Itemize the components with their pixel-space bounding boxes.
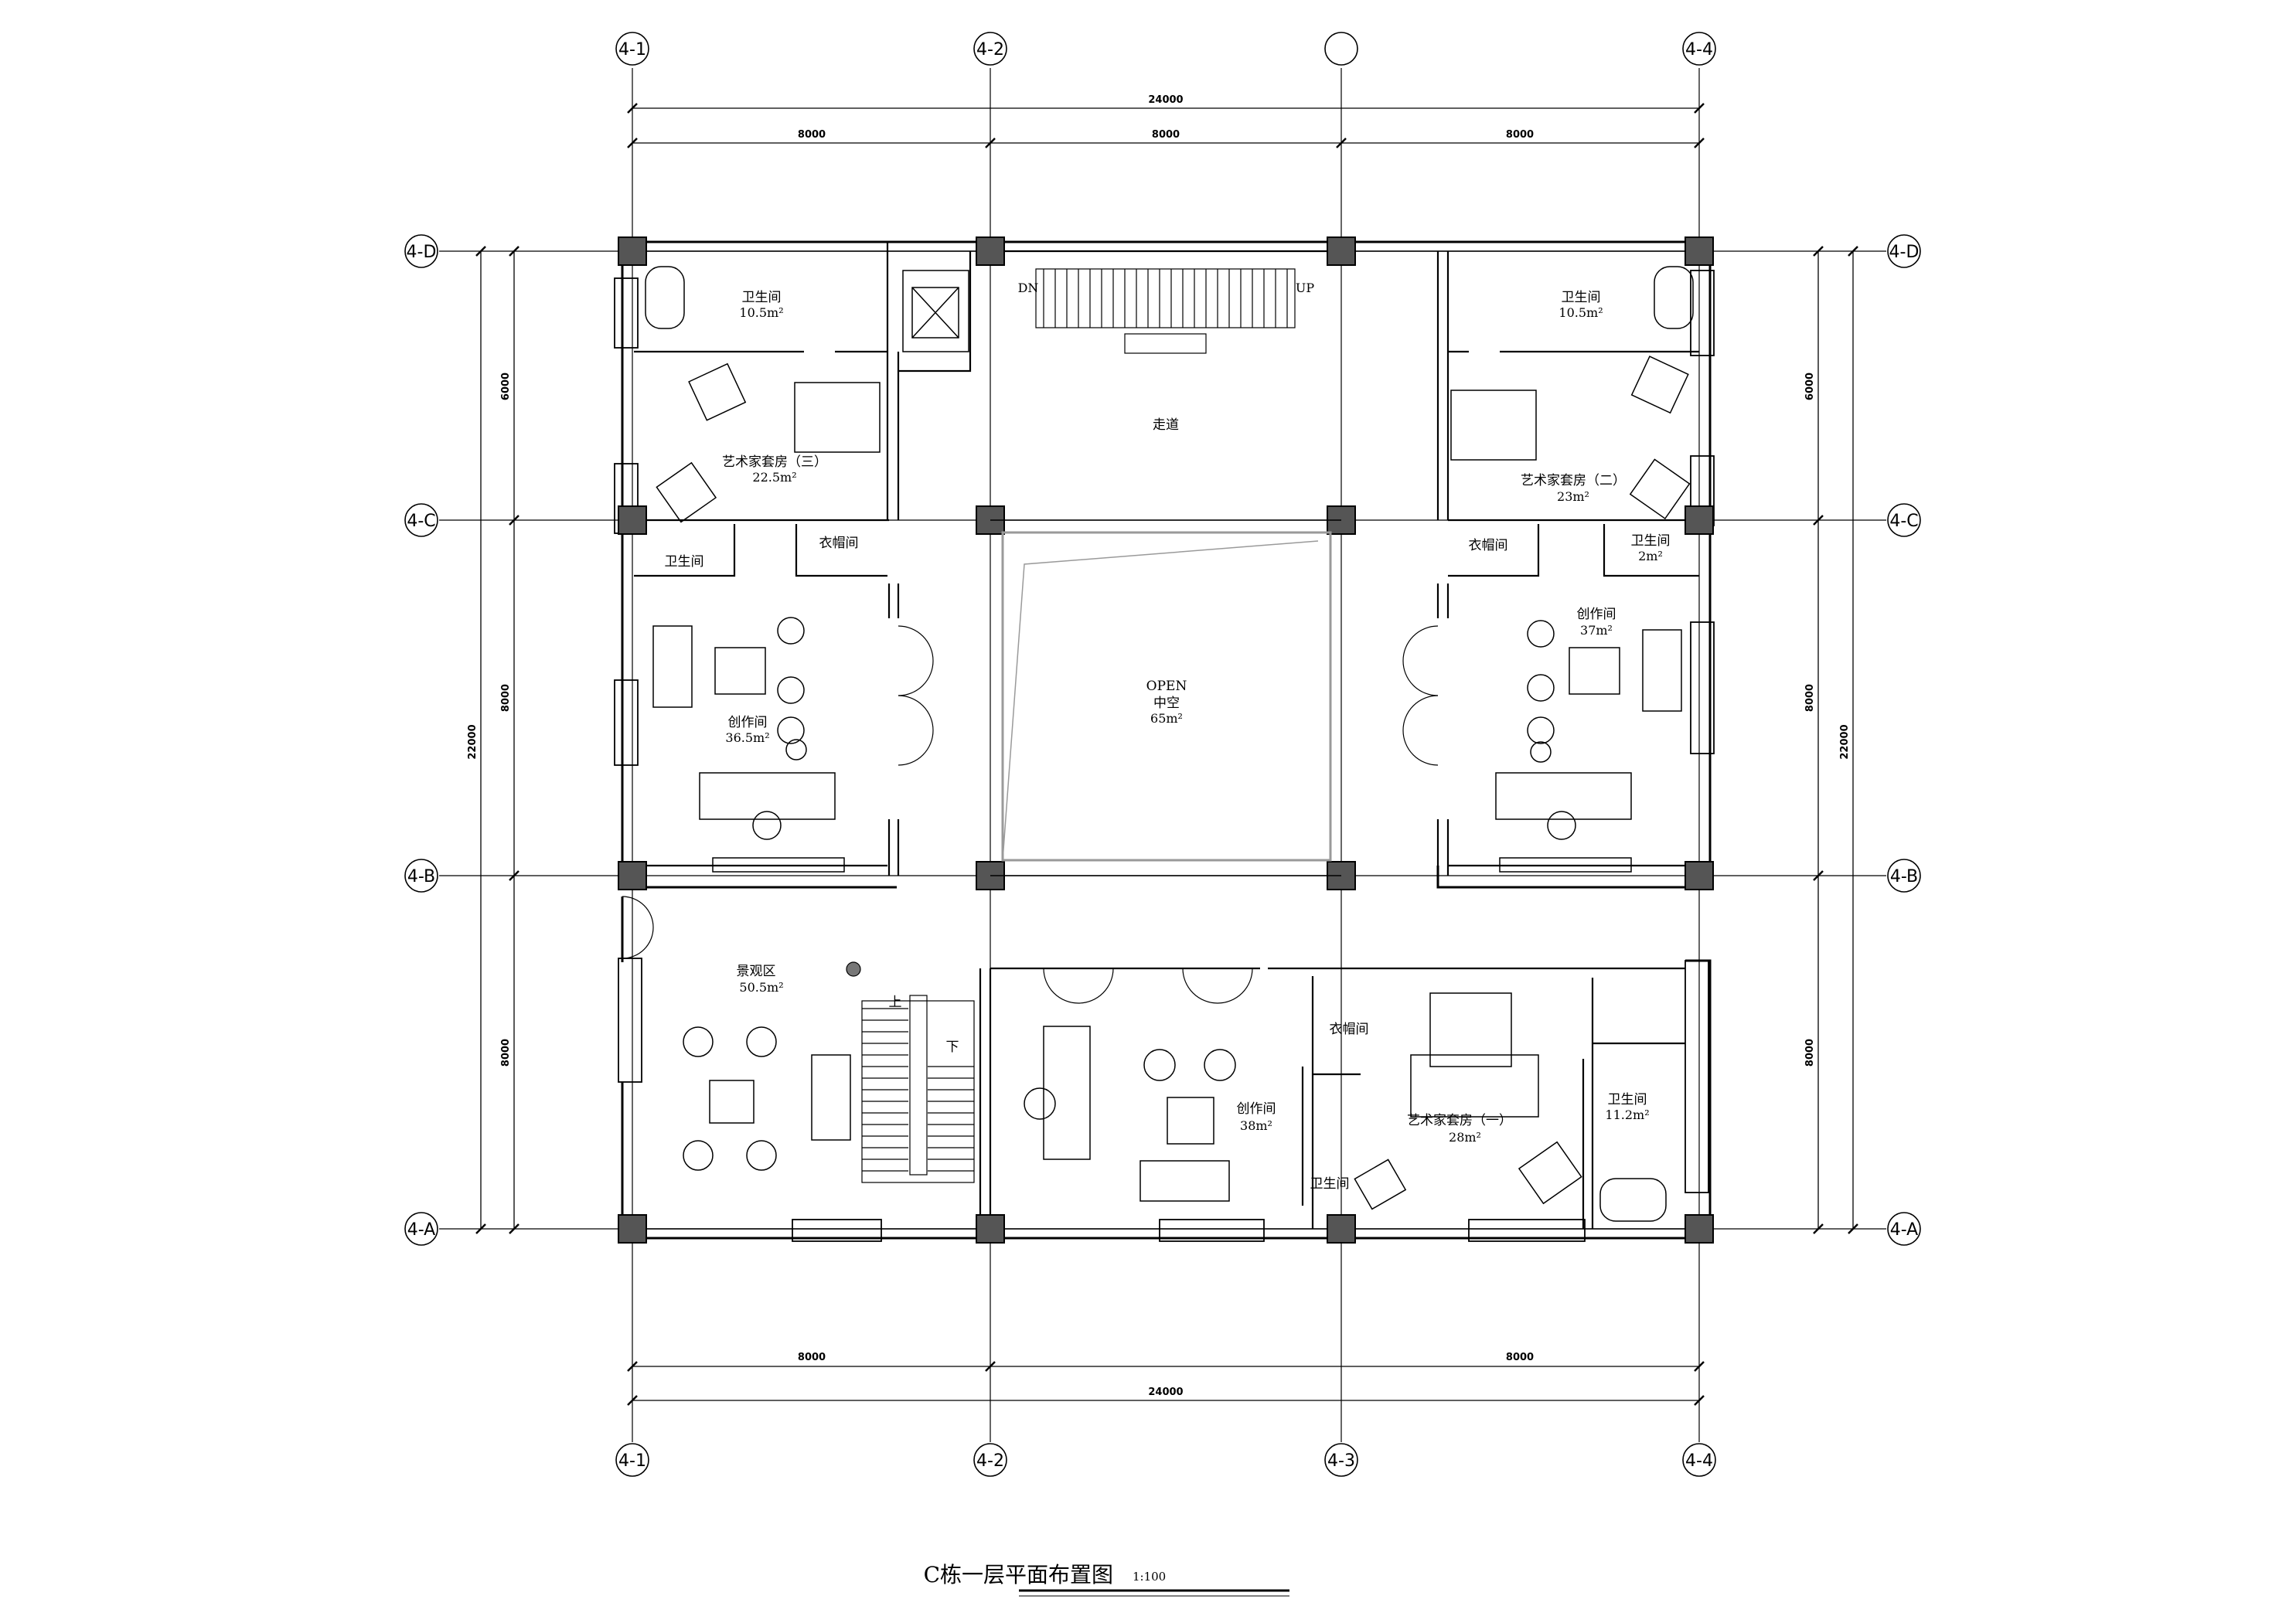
dim-left-total: 22000	[467, 724, 479, 759]
axis-bubbles	[404, 32, 1921, 1477]
axis-left-c: 4-C	[407, 512, 435, 531]
axis-left-d: 4-D	[407, 243, 437, 262]
room-area-tr-studio: 37m²	[1580, 623, 1613, 638]
room-name-bm-closet: 衣帽间	[1330, 1022, 1369, 1037]
upper-stair	[1035, 268, 1296, 354]
dim-total-top: 24000	[1148, 94, 1183, 106]
room-name-bm-wc: 卫生间	[1310, 1176, 1350, 1192]
lower-stair	[846, 961, 975, 1183]
room-name-tl-bath: 卫生间	[742, 290, 782, 305]
dim-bottom-span-2: 8000	[1506, 1352, 1534, 1363]
stair-dn-label: DN	[1018, 281, 1039, 295]
dim-left-span-3: 8000	[500, 1039, 512, 1067]
room-name-tl-suite: 艺术家套房（三）	[722, 454, 827, 470]
dim-right-total: 22000	[1839, 724, 1851, 759]
axis-lines	[439, 68, 1886, 1442]
exterior-walls	[614, 240, 1715, 1242]
axis-right-b: 4-B	[1890, 867, 1918, 886]
dim-right-span-3: 8000	[1804, 1039, 1816, 1067]
axis-bottom-1: 4-1	[618, 1451, 646, 1471]
interior-walls	[634, 242, 1699, 1229]
doors	[622, 625, 1439, 1004]
room-area-tr-suite: 23m²	[1557, 489, 1589, 504]
axis-bottom-3: 4-3	[1327, 1451, 1355, 1471]
room-area-bl-land: 50.5m²	[739, 980, 783, 995]
room-name-bl-land: 景观区	[737, 964, 776, 979]
room-name-tr-closet: 衣帽间	[1469, 538, 1508, 553]
room-name-tr-wc: 卫生间	[1631, 533, 1671, 549]
dim-left-span-2: 8000	[500, 684, 512, 712]
stair-up-label: UP	[1296, 281, 1314, 295]
axis-left-b: 4-B	[407, 867, 435, 886]
room-name-tl-closet: 衣帽间	[819, 536, 859, 551]
room-area-tr-wc: 2m²	[1638, 549, 1663, 563]
room-area-br-bath: 11.2m²	[1605, 1108, 1649, 1122]
room-area-tl-studio: 36.5m²	[725, 730, 769, 745]
room-name-br-bath: 卫生间	[1608, 1092, 1647, 1108]
room-area-tr-bath: 10.5m²	[1558, 305, 1603, 320]
room-name-tl-studio: 创作间	[728, 715, 768, 730]
drawing-title: C栋一层平面布置图	[924, 1562, 1113, 1587]
dimension-ticks	[475, 103, 1858, 1406]
room-area-tl-suite: 22.5m²	[752, 470, 796, 485]
axis-right-a: 4-A	[1890, 1220, 1919, 1240]
axis-right-d: 4-D	[1889, 243, 1920, 262]
room-name-corridor: 走道	[1153, 417, 1179, 433]
dim-bottom-span-1: 8000	[798, 1352, 826, 1363]
room-name-tr-bath: 卫生间	[1562, 290, 1601, 305]
room-name-tr-studio: 创作间	[1577, 607, 1616, 622]
atrium-void	[990, 519, 1341, 876]
dim-total-bottom: 24000	[1148, 1387, 1183, 1398]
drawing-scale: 1:100	[1133, 1570, 1166, 1584]
axis-bottom-2: 4-2	[976, 1451, 1004, 1471]
axis-left-a: 4-A	[407, 1220, 436, 1240]
atrium-open-label: OPEN	[1146, 679, 1187, 694]
room-name-br-suite: 艺术家套房（一）	[1407, 1113, 1512, 1128]
dim-top-span-3: 8000	[1506, 129, 1534, 141]
dim-right-span-1: 6000	[1804, 373, 1816, 400]
elevator	[902, 270, 969, 352]
dim-right-span-2: 8000	[1804, 684, 1816, 712]
atrium-void-label: 中空	[1153, 696, 1180, 711]
dim-top-span-1: 8000	[798, 129, 826, 141]
dim-top-span-2: 8000	[1152, 129, 1180, 141]
axis-top-2: 4-2	[976, 40, 1004, 60]
room-area-br-suite: 28m²	[1449, 1130, 1481, 1145]
dim-left-span-1: 6000	[500, 373, 512, 400]
axis-top-1: 4-1	[618, 40, 646, 60]
atrium-area-label: 65m²	[1150, 711, 1183, 726]
axis-bottom-4: 4-4	[1685, 1451, 1713, 1471]
dimension-lines	[480, 107, 1854, 1401]
axis-right-c: 4-C	[1889, 512, 1918, 531]
room-name-bm-studio: 创作间	[1237, 1101, 1276, 1117]
stair-up2-label: 上	[889, 995, 902, 1010]
axis-top-4: 4-4	[1685, 40, 1713, 60]
stair-dn2-label: 下	[946, 1039, 959, 1055]
room-name-tr-suite: 艺术家套房（二）	[1521, 473, 1626, 488]
room-name-tl-wc: 卫生间	[665, 554, 704, 570]
room-area-bm-studio: 38m²	[1240, 1118, 1272, 1133]
furniture	[645, 266, 1694, 1222]
room-area-tl-bath: 10.5m²	[739, 305, 783, 320]
